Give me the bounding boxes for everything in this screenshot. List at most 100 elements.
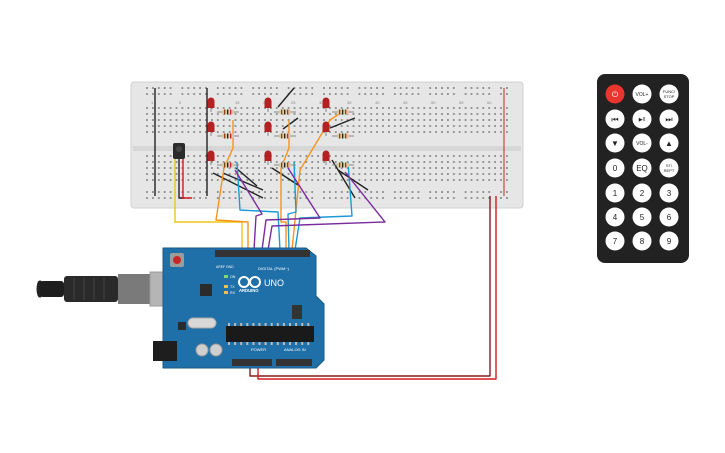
arduino-uno-board[interactable]: ARDUINO UNO DIGITAL (PWM~) POWER ANALOG … xyxy=(153,247,325,369)
remote-key-circle[interactable] xyxy=(605,158,625,178)
remote-key-circle[interactable] xyxy=(659,133,679,153)
wire-black[interactable] xyxy=(271,167,299,186)
key-5[interactable]: 5 xyxy=(632,207,652,227)
key-9[interactable]: 9 xyxy=(659,231,679,251)
remote-key-circle[interactable] xyxy=(605,207,625,227)
breadboard-hole xyxy=(216,87,219,89)
play-pause-key[interactable]: ▶II xyxy=(632,109,652,129)
remote-key-circle[interactable] xyxy=(659,231,679,251)
red-led[interactable] xyxy=(264,121,272,133)
remote-key-circle[interactable] xyxy=(605,183,625,203)
wire-orange[interactable] xyxy=(280,120,290,250)
breadboard-hole xyxy=(458,161,461,163)
red-led[interactable] xyxy=(322,150,330,161)
key-2[interactable]: 2 xyxy=(632,183,652,203)
wire-red[interactable] xyxy=(182,159,192,199)
breadboard-hole xyxy=(464,191,467,193)
breadboard-hole xyxy=(252,93,255,95)
red-led[interactable] xyxy=(207,121,215,133)
key-7[interactable]: 7 xyxy=(605,231,625,251)
remote-key-circle[interactable] xyxy=(659,84,679,104)
key-8[interactable]: 8 xyxy=(632,231,652,251)
wire-black[interactable] xyxy=(282,117,299,130)
power-key[interactable]: ⏻ xyxy=(605,84,625,104)
breadboard-hole xyxy=(405,161,408,163)
breadboard-hole xyxy=(146,87,148,89)
key-6[interactable]: 6 xyxy=(659,207,679,227)
vol-up-key[interactable]: VOL+ xyxy=(632,84,652,104)
next-key[interactable]: ⏭ xyxy=(659,109,679,129)
red-led[interactable] xyxy=(322,97,330,109)
remote-key-circle[interactable] xyxy=(605,109,625,129)
wire-black[interactable] xyxy=(235,167,258,187)
remote-key-circle[interactable] xyxy=(632,109,652,129)
breadboard-hole xyxy=(358,87,361,89)
wire-purple[interactable] xyxy=(234,169,263,251)
remote-key-circle[interactable] xyxy=(632,158,652,178)
breadboard-hole xyxy=(382,93,384,95)
wire-blue[interactable] xyxy=(236,161,281,251)
func-stop-key[interactable]: FUNC/STOP xyxy=(659,84,679,104)
wire-red[interactable] xyxy=(257,196,497,380)
key-0[interactable]: 0 xyxy=(605,158,625,178)
eq-key[interactable]: EQ xyxy=(632,158,652,178)
reset-button-cap[interactable] xyxy=(173,256,181,264)
breadboard-hole xyxy=(358,167,361,169)
up-key[interactable]: ▲ xyxy=(659,133,679,153)
remote-key-circle[interactable] xyxy=(605,133,625,153)
remote-key-circle[interactable] xyxy=(659,183,679,203)
red-led[interactable] xyxy=(264,97,272,109)
key-3[interactable]: 3 xyxy=(659,183,679,203)
remote-key-circle[interactable] xyxy=(632,183,652,203)
breadboard-hole xyxy=(476,131,479,133)
red-led[interactable] xyxy=(322,121,330,133)
remote-key-circle[interactable] xyxy=(632,207,652,227)
wire-darkred[interactable] xyxy=(249,196,491,377)
breadboard-hole xyxy=(228,125,231,127)
breadboard-hole xyxy=(234,167,237,169)
vol-down-key[interactable]: VOL- xyxy=(632,133,652,153)
wire-black[interactable] xyxy=(337,169,369,191)
wire-black[interactable] xyxy=(329,117,356,129)
remote-key-circle[interactable] xyxy=(632,231,652,251)
wire-purple[interactable] xyxy=(261,167,321,251)
remote-key-circle[interactable] xyxy=(632,133,652,153)
key-4[interactable]: 4 xyxy=(605,207,625,227)
breadboard-hole xyxy=(458,167,461,169)
wire-blue[interactable] xyxy=(287,161,297,251)
wire-black[interactable] xyxy=(222,172,264,191)
remote-key-circle[interactable] xyxy=(632,84,652,104)
down-key[interactable]: ▼ xyxy=(605,133,625,153)
breadboard-hole xyxy=(252,131,255,133)
breadboard-hole xyxy=(476,191,479,193)
remote-key-circle[interactable] xyxy=(659,158,679,178)
wire-yellow[interactable] xyxy=(174,159,243,250)
red-led[interactable] xyxy=(207,97,215,109)
remote-key-circle[interactable] xyxy=(605,231,625,251)
breadboard-hole xyxy=(447,125,449,127)
red-led[interactable] xyxy=(207,150,215,161)
power-header[interactable] xyxy=(232,359,272,366)
wire-orange[interactable] xyxy=(215,120,249,250)
power-jack[interactable] xyxy=(153,341,177,361)
breadboard-hole xyxy=(417,107,420,109)
ir-receiver[interactable] xyxy=(173,143,185,159)
key-1[interactable]: 1 xyxy=(605,183,625,203)
wire-blue[interactable] xyxy=(294,161,353,251)
breadboard-hole xyxy=(270,87,272,89)
remote-key-circle[interactable] xyxy=(659,109,679,129)
prev-key[interactable]: ⏮ xyxy=(605,109,625,129)
remote-key-circle[interactable] xyxy=(659,207,679,227)
wire-black[interactable] xyxy=(277,87,295,108)
wire-black[interactable] xyxy=(331,159,356,199)
remote-key-circle[interactable] xyxy=(605,84,625,104)
breadboard-hole xyxy=(146,107,148,109)
red-led[interactable] xyxy=(264,150,272,161)
analog-header[interactable] xyxy=(276,359,312,366)
st-rept-key[interactable]: ST/REPT xyxy=(659,158,679,178)
breadboard-hole xyxy=(346,87,349,89)
digital-header[interactable] xyxy=(215,250,310,257)
breadboard-hole xyxy=(187,191,190,193)
wire-purple[interactable] xyxy=(267,171,386,251)
